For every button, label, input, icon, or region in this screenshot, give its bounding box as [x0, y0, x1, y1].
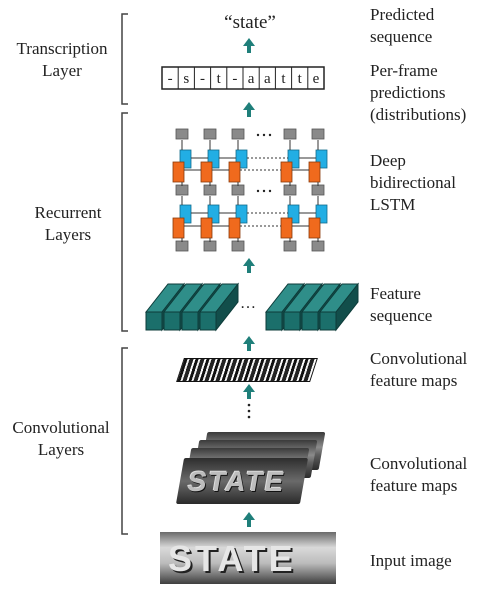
lstm-ellipsis-dot — [262, 189, 266, 193]
lstm-backward-cell — [308, 161, 321, 183]
lstm-forward-cell — [235, 204, 248, 224]
conv-feature-map-top — [176, 358, 318, 382]
lstm-io-node — [203, 240, 217, 252]
lstm-io-node — [203, 184, 217, 196]
arrow-up-3 — [243, 258, 255, 273]
transcription-layer-label: Transcription Layer — [16, 39, 108, 80]
arrows — [243, 38, 255, 527]
lstm-io-node — [231, 240, 245, 252]
lstm-io-node — [283, 128, 297, 140]
frame-char: t — [281, 71, 286, 87]
lstm-backward-cell — [308, 217, 321, 239]
conv-feature-map-stack: STATE — [175, 432, 326, 510]
lstm-forward-cell — [287, 204, 300, 224]
lstm-forward-cell — [235, 149, 248, 169]
frame-char: - — [200, 71, 205, 87]
lstm-backward-cell — [228, 161, 241, 183]
input-image-label: Input image — [370, 551, 452, 570]
lstm-forward-cell — [315, 149, 328, 169]
feature-column-front — [301, 311, 319, 331]
feature-sequence-columns — [144, 282, 360, 332]
lstm-ellipsis-dot — [256, 189, 260, 193]
lstm-io-node — [175, 240, 189, 252]
lstm-forward-cell — [207, 149, 220, 169]
lstm-backward-cell — [280, 161, 293, 183]
lstm-backward-cell — [228, 217, 241, 239]
lstm-io-node — [231, 128, 245, 140]
arrow-up-6 — [243, 512, 255, 527]
per-frame-predictions-label: Per-frame predictions (distributions) — [370, 61, 467, 124]
lstm-forward-cell — [207, 204, 220, 224]
lstm-forward-cell — [287, 149, 300, 169]
recurrent-bracket — [121, 112, 128, 332]
conv-dots — [247, 403, 251, 419]
lstm-io-node — [175, 128, 189, 140]
lstm-io-node — [203, 128, 217, 140]
lstm-io-node — [311, 184, 325, 196]
lstm-grid — [172, 128, 328, 252]
frame-char: - — [232, 71, 237, 87]
feature-column-front — [199, 311, 217, 331]
feature-column-front — [283, 311, 301, 331]
lstm-io-node — [311, 240, 325, 252]
frame-char: e — [313, 71, 320, 87]
arrow-up-2 — [243, 102, 255, 117]
lstm-backward-cell — [172, 217, 185, 239]
feature-ellipsis: … — [240, 295, 256, 312]
frame-char: t — [217, 71, 222, 87]
lstm-backward-cell — [280, 217, 293, 239]
lstm-io-node — [283, 240, 297, 252]
lstm-io-node — [175, 184, 189, 196]
lstm-io-node — [231, 184, 245, 196]
feature-column-front — [163, 311, 181, 331]
feature-column-front — [319, 311, 337, 331]
transcription-bracket — [121, 13, 128, 105]
arrow-up-4 — [243, 336, 255, 351]
output-word: “state” — [224, 12, 276, 33]
frame-char: a — [264, 71, 271, 87]
convolutional-bracket — [121, 347, 128, 535]
recurrent-layers-label: Recurrent Layers — [34, 203, 102, 244]
feature-column-front — [181, 311, 199, 331]
stack-word: STATE — [185, 466, 289, 497]
frame-char: a — [248, 71, 255, 87]
lstm-io-node — [311, 128, 325, 140]
input-word: STATE — [168, 538, 296, 579]
arrow-up-5 — [243, 384, 255, 399]
lstm-backward-cell — [172, 161, 185, 183]
convolutional-layers-label: Convolutional Layers — [12, 418, 110, 459]
lstm-ellipsis-dot — [262, 133, 266, 137]
feature-column-front — [145, 311, 163, 331]
predicted-sequence-label: Predicted sequence — [370, 5, 435, 46]
frame-char: - — [168, 71, 173, 87]
lstm-backward-cell — [200, 217, 213, 239]
lstm-ellipsis-dot — [268, 133, 272, 137]
frame-char: s — [183, 71, 189, 87]
lstm-ellipsis-dot — [256, 133, 260, 137]
lstm-backward-cell — [200, 161, 213, 183]
arrow-up-1 — [243, 38, 255, 53]
frame-char: t — [298, 71, 303, 87]
lstm-forward-cell — [179, 149, 192, 169]
input-image: STATE — [160, 532, 336, 584]
lstm-forward-cell — [315, 204, 328, 224]
conv-feature-maps-top-label: Convolutional feature maps — [370, 349, 468, 390]
lstm-forward-cell — [179, 204, 192, 224]
feature-column-front — [265, 311, 283, 331]
lstm-io-node — [283, 184, 297, 196]
lstm-ellipsis-dot — [268, 189, 272, 193]
lstm-label: Deep bidirectional LSTM — [370, 151, 456, 214]
conv-feature-maps-bottom-label: Convolutional feature maps — [370, 454, 468, 495]
feature-sequence-label: Feature sequence — [370, 284, 433, 325]
